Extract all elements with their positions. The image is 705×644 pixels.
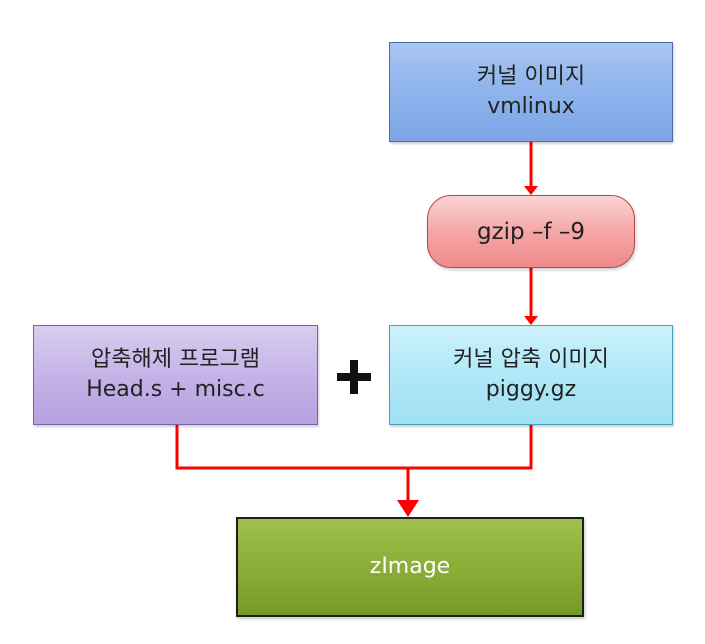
merge-line-right [408, 425, 533, 470]
kernel-image-filename: vmlinux [487, 94, 575, 119]
decompress-program-files: Head.s + misc.c [86, 377, 265, 402]
compressed-kernel-filename: piggy.gz [485, 377, 577, 402]
decompress-program-title: 압축해제 프로그램 [91, 347, 260, 372]
kernel-image-title: 커널 이미지 [476, 64, 586, 89]
arrowhead-gzip [524, 186, 538, 195]
gzip-step-box: gzip –f –9 [427, 195, 635, 268]
zimage-box: zImage [236, 517, 584, 617]
zimage-label: zImage [369, 554, 451, 579]
decompress-program-box: 압축해제 프로그램 Head.s + misc.c [33, 325, 318, 425]
merge-line-left [175, 425, 408, 470]
compressed-kernel-box: 커널 압축 이미지 piggy.gz [389, 325, 673, 425]
kernel-image-box: 커널 이미지 vmlinux [389, 42, 673, 142]
arrowhead-compressed [524, 316, 538, 325]
compressed-kernel-title: 커널 압축 이미지 [453, 347, 609, 372]
arrowhead-zimage [397, 500, 419, 517]
plus-icon [337, 360, 371, 394]
gzip-command-label: gzip –f –9 [476, 218, 585, 245]
